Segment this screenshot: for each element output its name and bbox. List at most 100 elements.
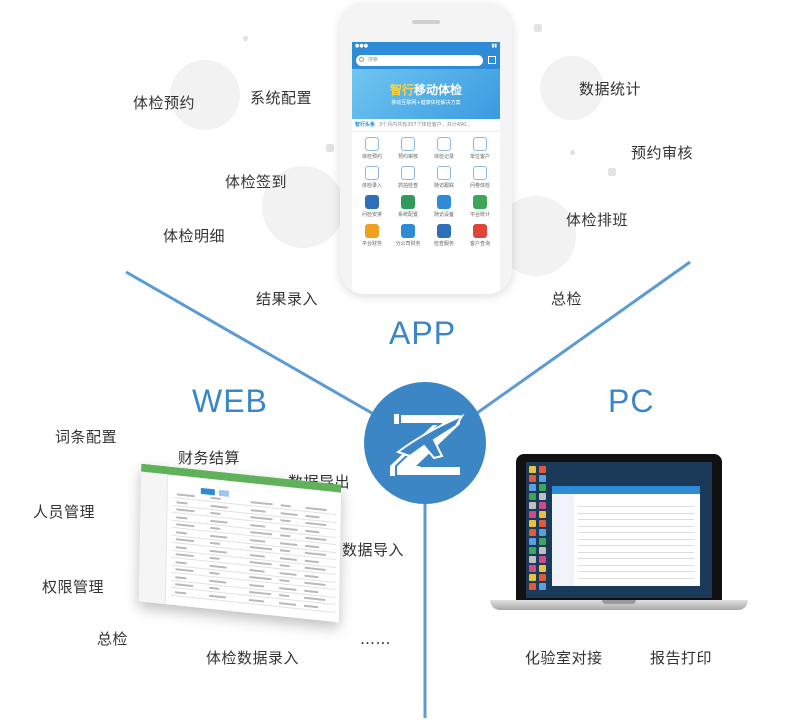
- desktop-icon: [539, 511, 546, 518]
- table-cell: [305, 514, 320, 518]
- desktop-icon: [529, 547, 536, 554]
- phone-speaker: [412, 20, 440, 24]
- function-icon: [401, 166, 415, 180]
- phone-grid-item[interactable]: 随访设备: [426, 193, 462, 218]
- table-cell: [209, 556, 220, 560]
- table-cell: [279, 564, 290, 568]
- table-cell: [249, 583, 265, 588]
- table-cell: [249, 568, 265, 573]
- scan-icon[interactable]: [488, 56, 496, 64]
- phone-grid-item[interactable]: 预约审核: [390, 135, 426, 160]
- table-cell: [210, 526, 221, 530]
- desktop-icon: [539, 520, 546, 527]
- feature-data-stats: 数据统计: [579, 80, 642, 98]
- desktop-icon: [529, 484, 536, 491]
- table-cell: [279, 571, 297, 576]
- table-row: [578, 545, 694, 546]
- phone-grid-item[interactable]: 体检预约: [354, 135, 390, 160]
- phone-grid-label: 问检安排: [361, 212, 382, 218]
- desktop-icon: [529, 538, 536, 545]
- desktop-icon: [529, 475, 536, 482]
- phone-search-row: 搜索: [352, 51, 500, 69]
- table-cell: [280, 541, 298, 546]
- search-icon: [359, 56, 364, 62]
- feature-scheduling: 体检排班: [566, 211, 629, 229]
- function-icon: [401, 195, 415, 209]
- table-cell: [280, 534, 291, 538]
- table-cell: [279, 579, 290, 583]
- phone-grid-label: 单位客户: [469, 154, 490, 160]
- phone-grid-label: 预约审核: [397, 154, 418, 160]
- web-tab: [218, 489, 229, 497]
- phone-grid-item[interactable]: 体检录入: [354, 164, 390, 189]
- phone-grid-item[interactable]: 问卷体检: [462, 164, 498, 189]
- phone-grid-item[interactable]: 平台财务: [354, 222, 390, 247]
- desktop-icon: [529, 556, 536, 563]
- decor-dot: [243, 36, 248, 41]
- table-cell: [279, 586, 297, 591]
- function-icon: [401, 137, 415, 151]
- web-tab: [200, 487, 215, 496]
- web-screenshot: [138, 463, 342, 623]
- phone-grid-label: 平台统计: [469, 212, 490, 218]
- table-row: [578, 571, 694, 572]
- connector-line-web: [125, 270, 385, 422]
- phone-banner: 智行移动体检 移动互联网+健康体检解决方案: [352, 69, 500, 119]
- desktop-icon: [539, 565, 546, 572]
- web-sidebar: [138, 471, 169, 605]
- phone-grid-item[interactable]: 平台统计: [462, 193, 498, 218]
- decor-dot: [326, 144, 334, 152]
- desktop-icon: [539, 475, 546, 482]
- function-icon: [473, 195, 487, 209]
- table-cell: [210, 534, 228, 539]
- phone-grid-item[interactable]: 系统配置: [390, 193, 426, 218]
- phone-grid-label: 平台财务: [361, 241, 382, 247]
- pc-window-sidebar: [552, 494, 574, 586]
- table-cell: [210, 519, 228, 524]
- phone-search-input[interactable]: 搜索: [356, 54, 483, 66]
- table-cell: [280, 519, 291, 523]
- feature-system-config: 系统配置: [250, 89, 313, 107]
- platform-pc-label: PC: [608, 383, 655, 419]
- table-row: [578, 558, 694, 559]
- feature-report-print: 报告打印: [650, 649, 713, 667]
- phone-grid-item[interactable]: 检查服务: [426, 222, 462, 247]
- phone-grid-item[interactable]: 问检安排: [354, 193, 390, 218]
- pc-app-window: [552, 486, 700, 586]
- phone-grid-label: 分公司财务: [395, 241, 421, 247]
- table-cell: [209, 586, 220, 590]
- decor-circle: [262, 166, 344, 248]
- phone-grid-item[interactable]: 分公司财务: [390, 222, 426, 247]
- function-icon: [437, 224, 451, 238]
- phone-grid-item[interactable]: 单位客户: [462, 135, 498, 160]
- phone-grid-item[interactable]: 体检记录: [426, 135, 462, 160]
- phone-grid-label: 检查服务: [433, 241, 454, 247]
- phone-grid-item[interactable]: 随访跟踪: [426, 164, 462, 189]
- table-cell: [250, 523, 266, 528]
- desktop-icon: [539, 547, 546, 554]
- table-row: [578, 551, 694, 553]
- notice-text: 3个月内共有307个体检客户，共计490...: [379, 122, 472, 128]
- table-cell: [209, 571, 220, 575]
- feature-exam-data-entry: 体检数据录入: [206, 649, 300, 667]
- table-cell: [279, 601, 297, 606]
- table-cell: [249, 553, 265, 558]
- table-cell: [280, 511, 298, 516]
- phone-grid-item[interactable]: 客户查询: [462, 222, 498, 247]
- table-cell: [175, 545, 187, 549]
- feature-ellipsis: ……: [360, 630, 391, 648]
- table-cell: [305, 544, 320, 548]
- phone-status-bar: ●●●▮▮: [352, 42, 500, 51]
- decor-circle: [540, 56, 604, 120]
- function-icon: [437, 137, 451, 151]
- phone-grid-item[interactable]: 抓拍检查: [390, 164, 426, 189]
- decor-dot: [534, 24, 542, 32]
- feature-permission-mgmt: 权限管理: [42, 578, 105, 596]
- feature-term-config: 词条配置: [55, 428, 118, 446]
- feature-details: 体检明细: [163, 227, 226, 245]
- desktop-icon: [539, 529, 546, 536]
